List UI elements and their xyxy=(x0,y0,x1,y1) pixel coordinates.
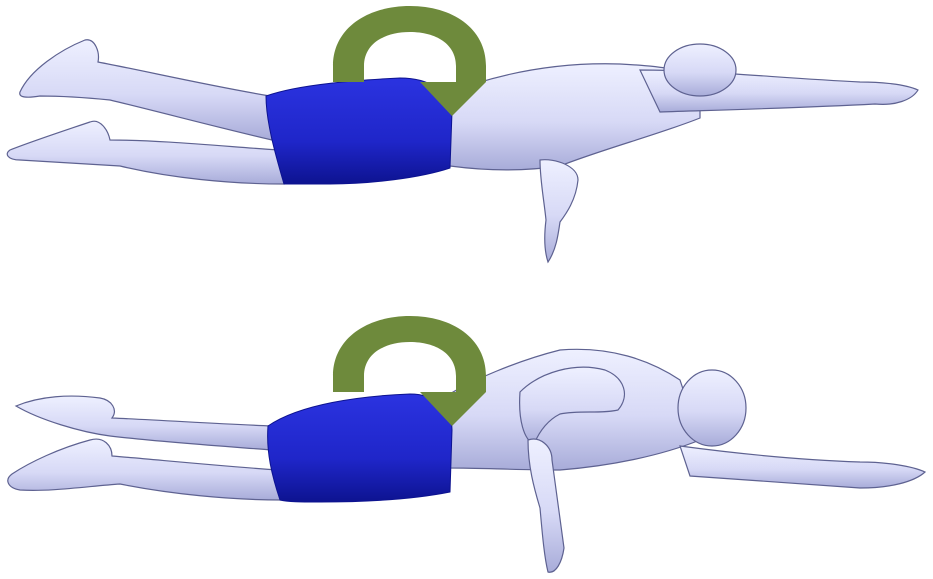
swimmer-top-trunks xyxy=(266,78,452,184)
swimmer-bottom-trunks xyxy=(268,394,452,502)
swimmer-top-hanging-arm xyxy=(540,160,578,262)
swimmer-top-head xyxy=(664,44,736,96)
swimmer-bottom-extended-arm xyxy=(680,446,925,488)
swimmer-top-upper-leg xyxy=(20,40,272,140)
swimmer-bottom-head xyxy=(678,370,746,446)
swimmer-bottom-upper-leg xyxy=(16,396,272,450)
